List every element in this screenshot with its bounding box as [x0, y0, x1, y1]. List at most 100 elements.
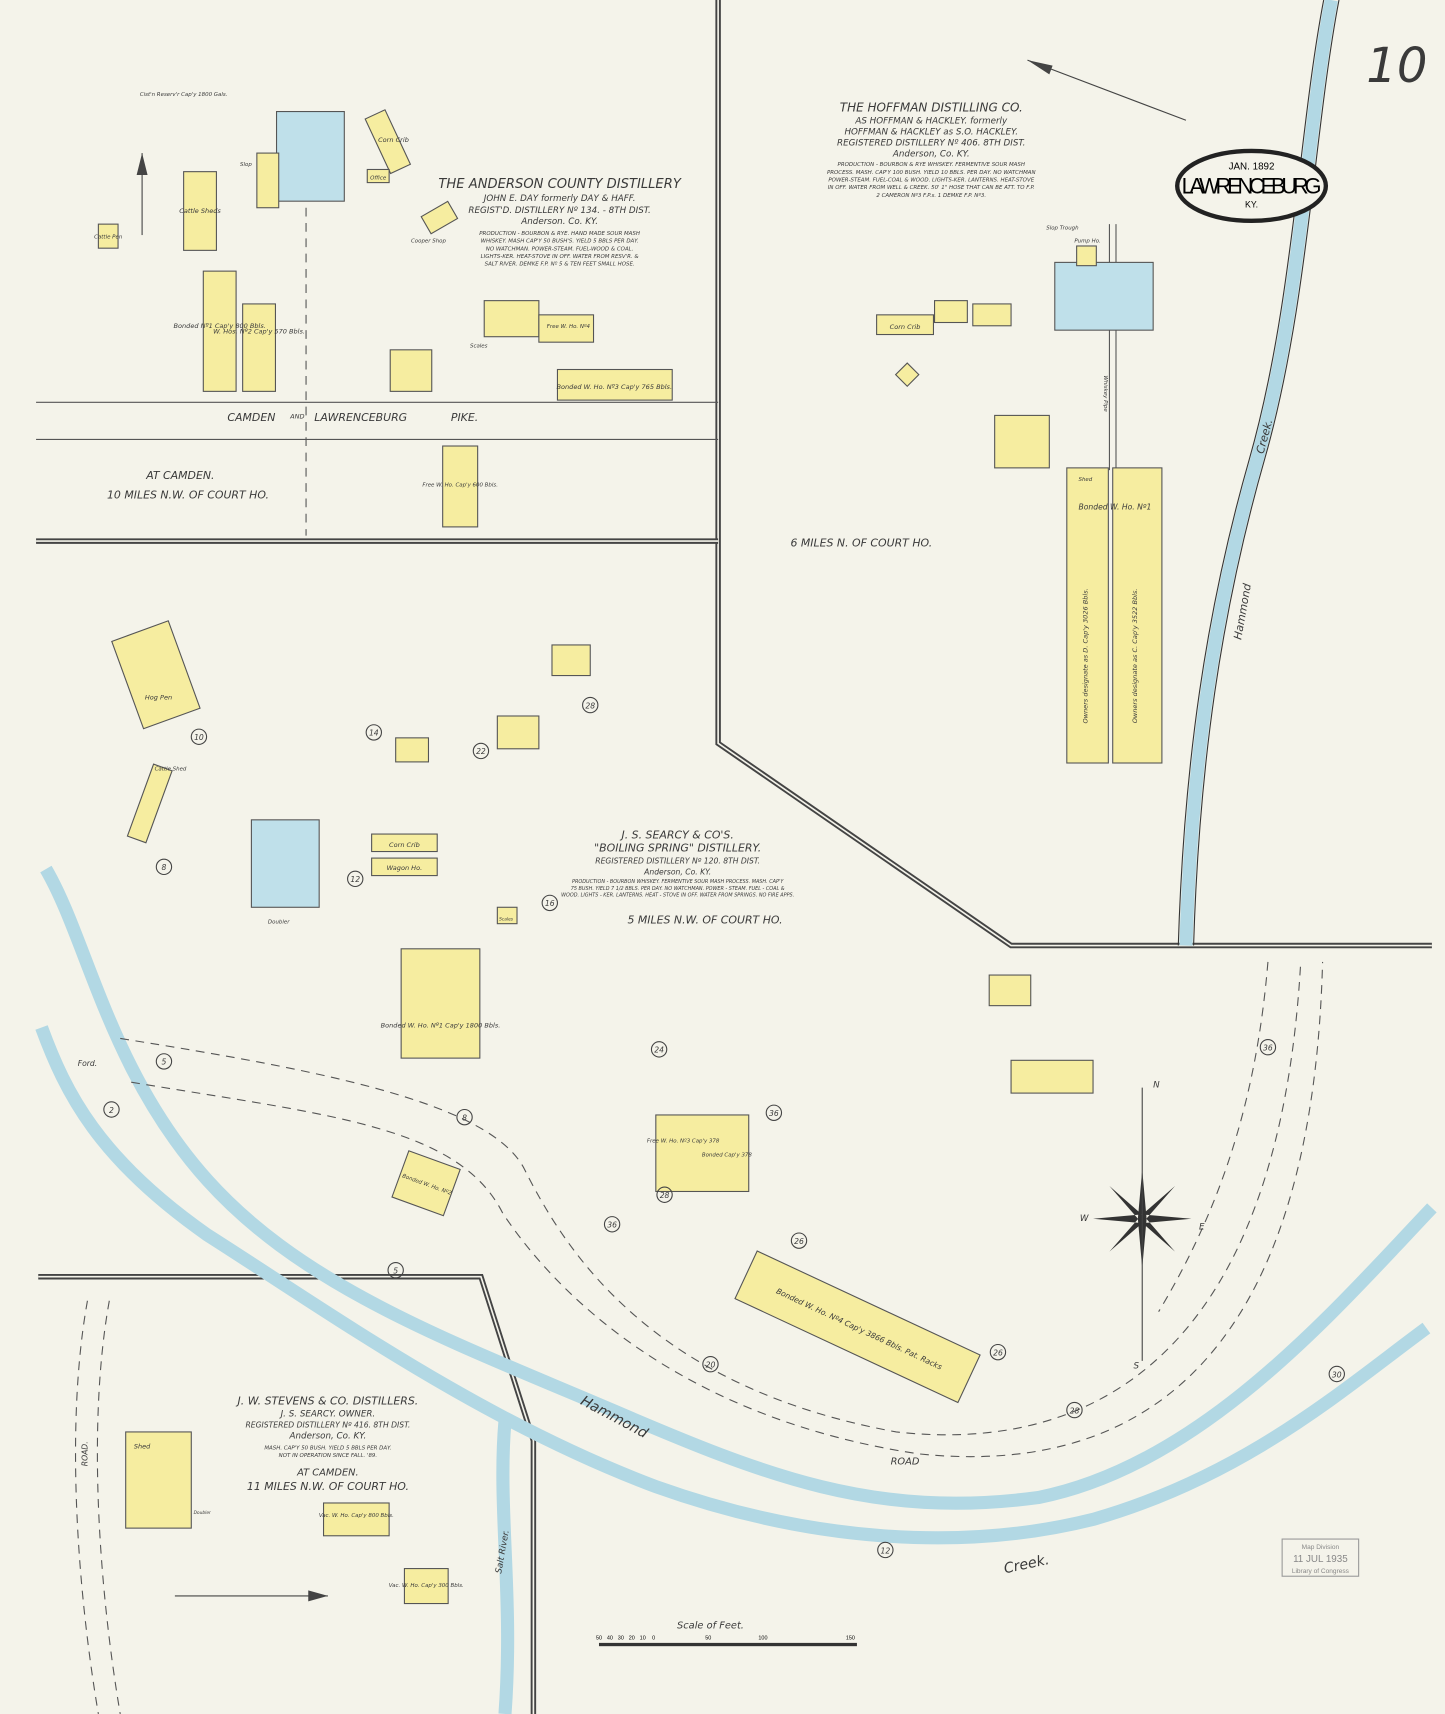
compass-e: E	[1199, 1223, 1205, 1233]
searcy-title: J. S. SEARCY & CO'S.	[620, 828, 734, 841]
stevens-text: J. W. STEVENS & CO. DISTILLERS. J. S. SE…	[80, 1395, 511, 1590]
hoffman-buildings-4: Owners designate as D. Cap'y 3026 Bbls.	[1082, 588, 1090, 723]
searcy-name: "BOILING SPRING" DISTILLERY.	[594, 842, 761, 855]
searcy-buildings-10: Doubler	[268, 920, 290, 926]
anderson-buildings-9: Cist'n Reserv'r Cap'y 1800 Gals.	[140, 92, 228, 98]
compass-s: S	[1133, 1362, 1139, 1372]
compass-n: N	[1153, 1081, 1160, 1091]
searcy-buildings-4: Bonded W. Ho. Nº1 Cap'y 1800 Bbls.	[381, 1022, 501, 1030]
searcy-buildings-9: Scales	[499, 916, 514, 922]
searcy-buildings-0: Hog Pen	[145, 694, 172, 702]
hoffman-buildings-1: Slop Trough	[1046, 226, 1079, 232]
anderson-reg: REGIST'D. DISTILLERY Nº 134. - 8TH DIST.	[468, 206, 650, 216]
anderson-notes-0: PRODUCTION - BOURBON & RYE. HAND MADE SO…	[479, 231, 640, 237]
svg-text:36: 36	[769, 1109, 779, 1118]
searcy-buildings-1: Cattle Shed	[155, 767, 187, 773]
svg-text:22: 22	[476, 747, 486, 756]
svg-text:14: 14	[369, 729, 379, 738]
svg-text:16: 16	[545, 899, 555, 908]
svg-text:26: 26	[993, 1348, 1003, 1357]
anderson-notes-3: LIGHTS-KER. HEAT-STOVE IN OFF. WATER FRO…	[481, 254, 640, 260]
elevation-circle: 36	[1259, 1038, 1277, 1056]
svg-text:8: 8	[162, 863, 167, 872]
compass-rose-icon: N S E W	[1080, 1081, 1205, 1372]
searcy-notes-0: PRODUCTION - BOURBON WHISKEY. FERMENTIVE…	[572, 879, 784, 885]
hoffman-line2: AS HOFFMAN & HACKLEY. formerly	[854, 117, 1008, 127]
stevens-county: Anderson, Co. KY.	[289, 1431, 367, 1441]
searcy-notes-1: 75 BUSH. YIELD 7 1/2 BBLS. PER DAY. NO W…	[571, 886, 785, 892]
date: JAN. 1892	[1229, 161, 1275, 172]
hoffman-notes-3: IN OFF. WATER FROM WELL & CREEK. 50' 1" …	[828, 185, 1035, 191]
searcy-distance: 5 MILES N.W. OF COURT HO.	[627, 914, 782, 927]
anderson-buildings-3: Corn Crib	[378, 136, 409, 144]
anderson-buildings-2: W. Hos. Nº2 Cap'y 570 Bbls.	[213, 327, 305, 335]
searcy-buildings-7: Bonded Cap'y 378	[702, 1152, 753, 1158]
hoffman-buildings	[876, 245, 1163, 764]
compass-w: W	[1080, 1214, 1089, 1224]
elevation-circle: 14	[365, 724, 383, 741]
svg-text:26: 26	[794, 1237, 804, 1246]
hoffman-notes-4: 2 CAMERON Nº3 F.P.s. 1 DEMKE F.P. Nº3.	[876, 192, 986, 199]
hoffman-text: THE HOFFMAN DISTILLING CO. AS HOFFMAN & …	[790, 101, 1275, 724]
stevens-notes-0: MASH. CAP'Y 50 BUSH. YIELD 5 BBLS PER DA…	[264, 1445, 391, 1451]
title-cartouche: JAN. 1892 LAWRENCEBURG KY.	[1175, 148, 1329, 224]
scale-tick-label: 50	[705, 1636, 711, 1642]
elevation-circle: 16	[541, 894, 558, 912]
hoffman-buildings-3: Bonded W. Ho. Nº1	[1078, 502, 1151, 511]
anderson-notes-1: WHISKEY. MASH CAP'Y 50 BUSH'S. YIELD 5 B…	[481, 239, 639, 245]
state: KY.	[1245, 200, 1258, 210]
svg-text:5: 5	[162, 1058, 167, 1067]
searcy-buildings	[111, 620, 1094, 1404]
hoffman-buildings-0: Corn Crib	[890, 323, 921, 331]
searcy-notes-2: WOOD. LIGHTS - KER. LANTERNS. HEAT - STO…	[561, 892, 794, 898]
svg-text:2: 2	[109, 1106, 114, 1115]
svg-text:30: 30	[1332, 1370, 1342, 1379]
anderson-buildings-12: Office	[370, 175, 387, 181]
anderson-buildings-10: Slop	[240, 162, 252, 168]
elevation-circle: 12	[347, 870, 364, 888]
hoffman-notes-1: PROCESS. MASH. CAP'Y 100 BUSH. YIELD 10 …	[827, 170, 1036, 176]
scale-tick-label: 20	[629, 1636, 635, 1642]
elevation-circle: 26	[989, 1343, 1007, 1361]
stevens-buildings-3: Vac. W. Ho. Cap'y 300 Bbls.	[389, 1583, 464, 1589]
anderson-pike-2: LAWRENCEBURG	[314, 411, 407, 424]
stevens-location: AT CAMDEN.	[296, 1468, 358, 1479]
stevens-buildings-1: Doubler	[194, 1510, 212, 1516]
hoffman-buildings-6: Whiskey Pipe	[1102, 375, 1108, 412]
svg-text:36: 36	[1263, 1043, 1273, 1052]
hoffman-title: THE HOFFMAN DISTILLING CO.	[840, 101, 1023, 115]
hoffman-distance: 6 MILES N. OF COURT HO.	[790, 537, 932, 550]
hammond-creek-south	[35, 865, 1437, 1545]
elevation-circle: 8	[155, 858, 173, 876]
svg-text:28: 28	[1070, 1406, 1080, 1415]
svg-text:12: 12	[350, 875, 360, 884]
north-arrow-icon	[136, 59, 1187, 1602]
stevens-reg: REGISTERED DISTILLERY Nº 416. 8TH DIST.	[245, 1421, 410, 1430]
anderson-buildings-11: Scales	[470, 344, 488, 350]
svg-text:24: 24	[654, 1046, 664, 1055]
elevation-circle: 28	[656, 1186, 673, 1203]
elevation-circle: 28	[1066, 1401, 1083, 1419]
svg-text:28: 28	[660, 1191, 670, 1200]
anderson-location: AT CAMDEN.	[145, 469, 214, 482]
scale-tick-label: 30	[618, 1636, 624, 1642]
hoffman-notes-0: PRODUCTION - BOURBON & RYE WHISKEY. FERM…	[838, 162, 1025, 168]
stevens-notes-1: NOT IN OPERATION SINCE FALL. '89.	[279, 1453, 378, 1459]
svg-text:8: 8	[462, 1113, 467, 1122]
hoffman-buildings-2: Pump Ho.	[1074, 239, 1101, 245]
elevation-circle: 36	[765, 1104, 783, 1121]
searcy-buildings-2: Corn Crib	[389, 841, 420, 849]
scale-tick-label: 50	[596, 1636, 602, 1642]
elevation-circle: 24	[650, 1041, 668, 1058]
hoffman-line3: HOFFMAN & HACKLEY as S.O. HACKLEY.	[844, 127, 1018, 137]
stevens-buildings-0: Shed	[134, 1442, 151, 1450]
sheet-scale_title: Scale of Feet.	[677, 1621, 744, 1632]
elevation-circle: 36	[603, 1216, 621, 1233]
anderson-buildings-8: Cattle Pen	[94, 234, 123, 240]
salt-river	[496, 1420, 515, 1714]
scale-tick-label: 150	[846, 1636, 855, 1642]
sheet-number: 10	[1366, 38, 1427, 94]
